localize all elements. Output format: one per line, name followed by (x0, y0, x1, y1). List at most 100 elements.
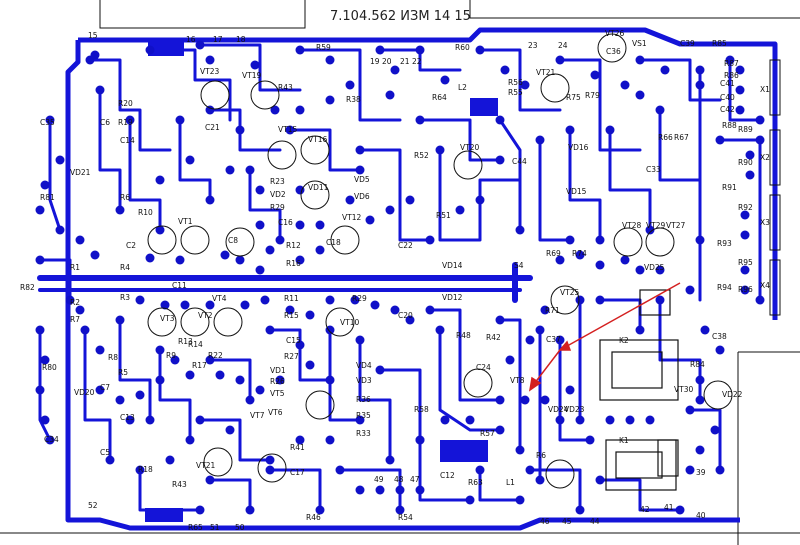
component-label: R10 (138, 208, 153, 217)
component-label: 44 (590, 517, 600, 526)
pad (235, 375, 245, 385)
pad (255, 185, 265, 195)
pad (565, 235, 575, 245)
component-label: 16 (186, 35, 196, 44)
pad (715, 465, 725, 475)
component-label: L1 (506, 478, 515, 487)
pad (715, 135, 725, 145)
component-label: C38 (712, 332, 727, 341)
pad (355, 485, 365, 495)
component-label: R90 (738, 158, 753, 167)
component-label: C33 (646, 165, 661, 174)
pad (195, 505, 205, 515)
pad (475, 195, 485, 205)
component-label: C24 (476, 363, 491, 372)
pad (205, 195, 215, 205)
pad (345, 80, 355, 90)
component-label: R6 (536, 451, 546, 460)
pad (295, 435, 305, 445)
component-label: VT26 (605, 29, 624, 38)
pad (495, 315, 505, 325)
component-label: VD11 (308, 183, 329, 192)
component-label: R52 (414, 151, 429, 160)
component-label: VT7 (250, 411, 265, 420)
pad (440, 415, 450, 425)
pad (375, 485, 385, 495)
pad (415, 115, 425, 125)
component-label: C13 (120, 413, 135, 422)
component-label: X2 (760, 153, 770, 162)
pad (505, 355, 515, 365)
component-label: R42 (486, 333, 501, 342)
pad (205, 355, 215, 365)
pad (375, 365, 385, 375)
pad (260, 295, 270, 305)
pad (385, 205, 395, 215)
component-label: R29 (352, 294, 367, 303)
component-label: R22 (208, 351, 223, 360)
pad (370, 300, 380, 310)
pad (740, 265, 750, 275)
component-label: VT2 (198, 311, 213, 320)
pad (555, 55, 565, 65)
component-label: R63 (468, 478, 483, 487)
component-label: 17 (213, 35, 223, 44)
pad (385, 455, 395, 465)
pad (415, 45, 425, 55)
pad (715, 345, 725, 355)
pad (205, 300, 215, 310)
component-label: 18 (236, 35, 246, 44)
pad (535, 325, 545, 335)
pad (475, 465, 485, 475)
component-label: R4 (120, 263, 130, 272)
component-label: VD14 (442, 261, 463, 270)
component-label: R6 (120, 193, 130, 202)
pad (415, 485, 425, 495)
pad (555, 255, 565, 265)
transistor-outlines (147, 33, 733, 489)
pad (80, 325, 90, 335)
title-block-text: 7.104.562 ИЗМ 14 15 (330, 9, 471, 24)
component-pads (35, 40, 765, 515)
component-label: 24 (558, 41, 568, 50)
pad (255, 385, 265, 395)
component-label: C22 (398, 241, 413, 250)
pad (695, 235, 705, 245)
copper-traces (38, 43, 762, 512)
component-label: R86 (724, 71, 739, 80)
component-label: R7 (70, 315, 80, 324)
pad (735, 65, 745, 75)
component-label: 22 (412, 57, 422, 66)
pad (515, 495, 525, 505)
pad (235, 125, 245, 135)
pad (325, 95, 335, 105)
pad (620, 80, 630, 90)
component-label: VD12 (442, 293, 463, 302)
component-label: R3 (120, 293, 130, 302)
pad (325, 435, 335, 445)
pad (695, 395, 705, 405)
pad (275, 235, 285, 245)
component-label: R88 (722, 121, 737, 130)
component-label: VT28 (622, 221, 641, 230)
pad (40, 415, 50, 425)
component-label: C14 (120, 136, 135, 145)
pad (160, 300, 170, 310)
component-label: 39 (696, 468, 706, 477)
pad (145, 415, 155, 425)
pad (335, 465, 345, 475)
component-label: R8 (108, 353, 118, 362)
component-label: 23 (528, 41, 538, 50)
pad (755, 135, 765, 145)
pad (495, 425, 505, 435)
pad (245, 395, 255, 405)
component-label: C21 (205, 123, 220, 132)
pad (655, 105, 665, 115)
pad (170, 355, 180, 365)
pad (245, 505, 255, 515)
component-label: VD1 (270, 366, 286, 375)
pad (155, 345, 165, 355)
component-label: C39 (680, 39, 695, 48)
component-label: R51 (436, 211, 451, 220)
pad (440, 75, 450, 85)
